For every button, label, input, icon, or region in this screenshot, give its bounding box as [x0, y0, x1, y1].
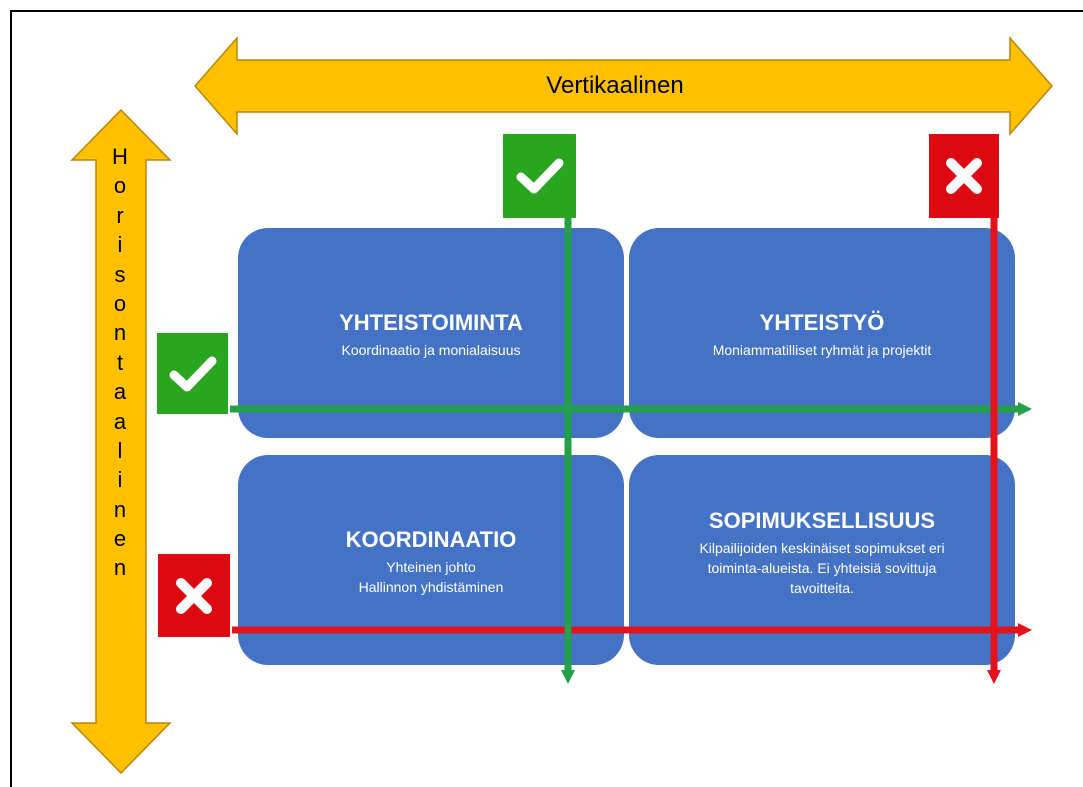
horizontal-red-arrow [232, 623, 1032, 637]
horizontal-axis-letter: s [114, 261, 126, 287]
horizontal-axis-letter: i [117, 467, 123, 493]
vertical-axis-label: Vertikaalinen [546, 72, 684, 99]
vertical-approve-marker [503, 134, 576, 218]
horizontal-axis-label: H o r i s o n t a a l i n e n [100, 142, 140, 583]
horizontal-axis-letter: l [117, 437, 123, 463]
vertical-reject-marker [929, 134, 999, 218]
cross-icon [946, 158, 982, 194]
horizontal-axis-letter: a [113, 379, 127, 405]
quadrant-description: tavoitteita. [790, 580, 854, 596]
horizontal-axis-letter: t [116, 349, 124, 375]
horizontal-reject-marker [158, 554, 230, 637]
horizontal-axis-letter: e [113, 526, 127, 552]
quadrant-title: YHTEISTOIMINTA [339, 310, 523, 335]
vertical-red-arrow [987, 218, 1001, 684]
horizontal-approve-marker [157, 333, 228, 414]
quadrant-description: Yhteinen johto [386, 559, 476, 575]
horizontal-axis-letter: i [117, 232, 123, 258]
cross-icon [176, 577, 212, 614]
quadrant-description: toiminta-alueista. Ei yhteisiä sovittuja [707, 560, 937, 576]
quadrant-title: SOPIMUKSELLISUUS [708, 508, 936, 533]
vertical-green-arrow [561, 218, 575, 684]
horizontal-axis-letter: n [113, 496, 127, 522]
quadrant-yhteistoiminta: YHTEISTOIMINTA Koordinaatio ja monialais… [238, 228, 624, 438]
quadrant-description: Moniammatilliset ryhmät ja projektit [712, 342, 932, 358]
quadrant-description: Hallinnon yhdistäminen [358, 579, 504, 595]
horizontal-axis-letter: n [113, 320, 127, 346]
quadrant-title: KOORDINAATIO [345, 527, 517, 552]
horizontal-axis-letter: n [113, 555, 127, 581]
quadrant-description: Koordinaatio ja monialaisuus [341, 342, 521, 358]
check-icon [169, 356, 216, 391]
horizontal-axis-letter: H [112, 144, 128, 169]
horizontal-axis-letter: o [113, 173, 127, 199]
diagram-frame [10, 10, 1083, 787]
horizontal-axis-letter: a [113, 408, 127, 434]
horizontal-green-arrow [230, 402, 1032, 416]
horizontal-axis-arrow [70, 108, 172, 775]
quadrant-title: YHTEISTYÖ [759, 310, 885, 335]
vertical-axis-arrow [194, 36, 1053, 136]
quadrant-description: Kilpailijoiden keskinäiset sopimukset er… [699, 540, 945, 556]
horizontal-axis-letter: r [116, 202, 124, 228]
check-icon [516, 158, 563, 194]
quadrant-yhteistyo: YHTEISTYÖ Moniammatilliset ryhmät ja pro… [629, 228, 1015, 438]
horizontal-axis-letter: o [113, 290, 127, 316]
